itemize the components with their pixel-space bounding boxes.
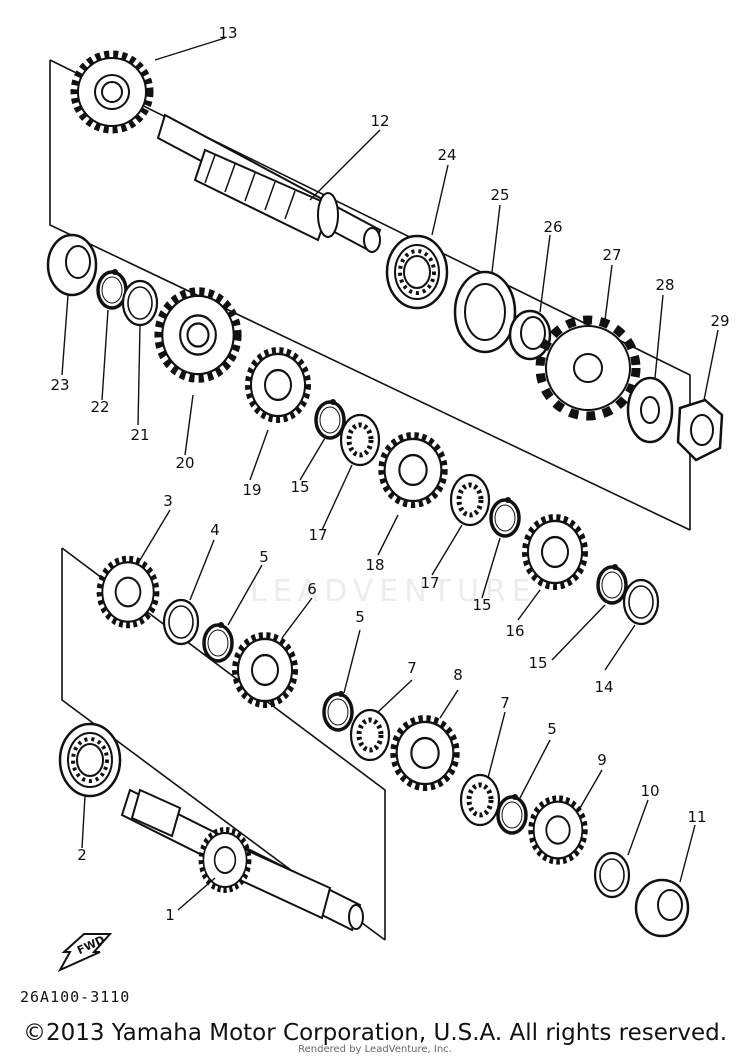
part-label-p14: 14 bbox=[594, 678, 613, 696]
part-label-p15c: 15 bbox=[528, 654, 547, 672]
fwd-arrow-icon: FWD bbox=[57, 933, 113, 973]
gear-19 bbox=[248, 351, 308, 420]
bearing-24 bbox=[385, 234, 449, 310]
part-label-p5a: 5 bbox=[259, 548, 269, 566]
upper-group-outline bbox=[49, 60, 691, 531]
gear-13 bbox=[74, 54, 150, 130]
circlip-5b bbox=[322, 689, 354, 732]
part-label-p19: 19 bbox=[242, 481, 261, 499]
part-label-p17b: 17 bbox=[420, 574, 439, 592]
bearing-2 bbox=[58, 722, 122, 798]
washer-4 bbox=[162, 598, 200, 646]
oil-seal-25 bbox=[453, 270, 517, 354]
washer-21 bbox=[121, 279, 159, 327]
gear-3 bbox=[100, 559, 157, 625]
part-label-p1: 1 bbox=[165, 906, 175, 924]
part-labels: 1234555677891011121314151515161717181920… bbox=[50, 24, 729, 924]
collar-26 bbox=[508, 309, 552, 361]
part-label-p13: 13 bbox=[218, 24, 237, 42]
lock-washer-28 bbox=[626, 376, 674, 444]
gear-8 bbox=[394, 719, 457, 788]
circlip-15a bbox=[314, 397, 346, 440]
watermark: LEADVENTURE bbox=[250, 574, 537, 609]
spline-washer-7a bbox=[351, 710, 389, 760]
circlip-5c bbox=[496, 792, 528, 835]
part-label-p7b: 7 bbox=[500, 694, 510, 712]
washer-14 bbox=[622, 578, 660, 626]
bearing-11 bbox=[634, 878, 690, 938]
part-label-p21: 21 bbox=[130, 426, 149, 444]
spline-washer-17a bbox=[341, 415, 379, 465]
part-label-p28: 28 bbox=[655, 276, 674, 294]
nut-29 bbox=[676, 398, 724, 462]
circlip-5a bbox=[202, 620, 234, 663]
part-label-p7a: 7 bbox=[407, 659, 417, 677]
part-label-p15a: 15 bbox=[290, 478, 309, 496]
drawing-code: 26A100-3110 bbox=[20, 988, 131, 1006]
part-label-p10: 10 bbox=[640, 782, 659, 800]
part-label-p9: 9 bbox=[597, 751, 607, 769]
gear-9 bbox=[531, 799, 585, 862]
gear-18 bbox=[382, 436, 445, 505]
gear-20 bbox=[158, 291, 238, 378]
part-label-p5b: 5 bbox=[355, 608, 365, 626]
leader-lines bbox=[61, 37, 719, 911]
part-label-p8: 8 bbox=[453, 666, 463, 684]
part-label-p16: 16 bbox=[505, 622, 524, 640]
washer-10 bbox=[593, 851, 631, 899]
lower-group-outline bbox=[61, 548, 386, 941]
part-label-p5c: 5 bbox=[547, 720, 557, 738]
sprocket-27 bbox=[535, 315, 641, 421]
part-label-p4: 4 bbox=[210, 521, 220, 539]
part-label-p2: 2 bbox=[77, 846, 87, 864]
part-label-p20: 20 bbox=[175, 454, 194, 472]
part-label-p29: 29 bbox=[710, 312, 729, 330]
spline-washer-17b bbox=[451, 475, 489, 525]
part-label-p11: 11 bbox=[687, 808, 706, 826]
part-label-p15b: 15 bbox=[472, 596, 491, 614]
part-label-p17a: 17 bbox=[308, 526, 327, 544]
part-label-p18: 18 bbox=[365, 556, 384, 574]
part-label-p25: 25 bbox=[490, 186, 509, 204]
part-label-p22: 22 bbox=[90, 398, 109, 416]
part-label-p27: 27 bbox=[602, 246, 621, 264]
rendered-note: Rendered by LeadVenture, Inc. bbox=[298, 1044, 452, 1055]
part-label-p12: 12 bbox=[370, 112, 389, 130]
part-label-p6: 6 bbox=[307, 580, 317, 598]
main-axle-12 bbox=[156, 113, 382, 254]
circlip-15c bbox=[596, 562, 628, 605]
part-label-p24: 24 bbox=[437, 146, 456, 164]
part-label-p3: 3 bbox=[163, 492, 173, 510]
spline-washer-7b bbox=[461, 775, 499, 825]
circlip-22 bbox=[96, 267, 128, 310]
copyright-notice: ©2013 Yamaha Motor Corporation, U.S.A. A… bbox=[22, 1020, 728, 1046]
gear-6 bbox=[235, 636, 295, 705]
part-label-p23: 23 bbox=[50, 376, 69, 394]
circlip-15b bbox=[489, 495, 521, 538]
bearing-23 bbox=[46, 233, 98, 297]
part-label-p26: 26 bbox=[543, 218, 562, 236]
